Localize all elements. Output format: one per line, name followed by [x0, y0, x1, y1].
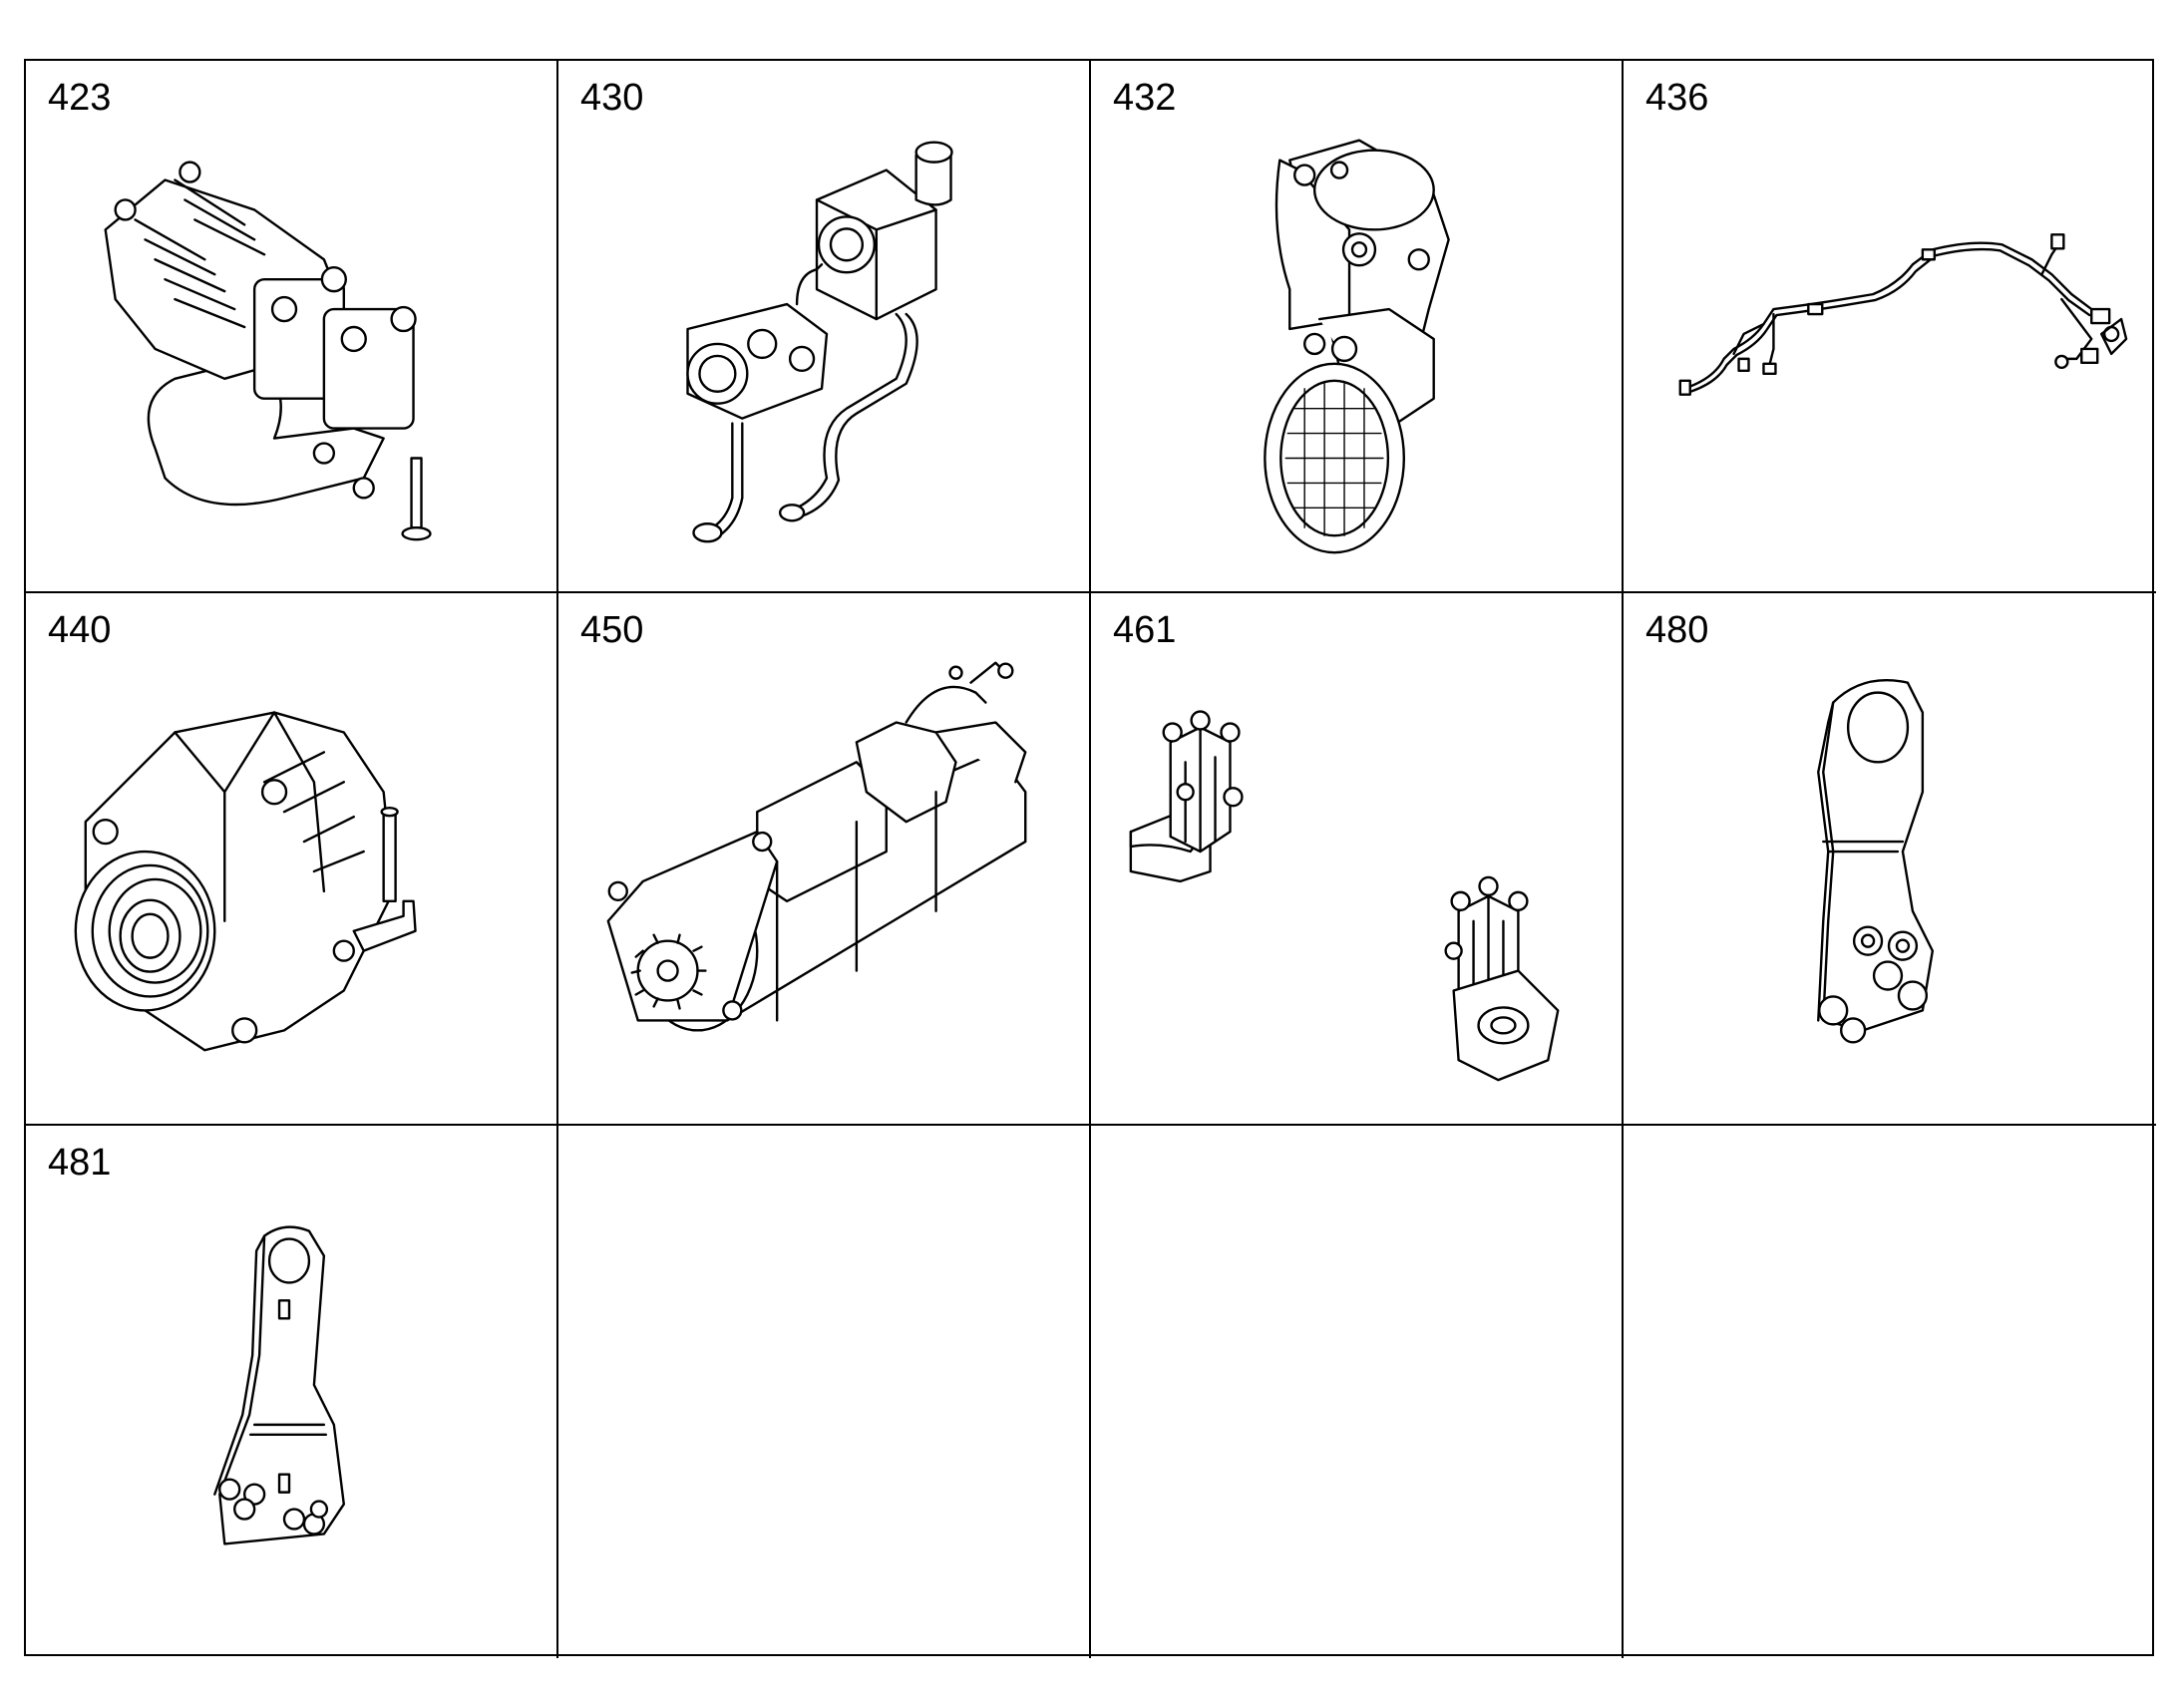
part-cell-423[interactable]: 423: [26, 61, 558, 593]
part-number: 440: [48, 609, 112, 651]
starter-motor-icon: [606, 661, 1027, 1032]
part-number: 436: [1645, 77, 1709, 119]
part-number: 430: [580, 77, 644, 119]
lifting-eye-icon: [1817, 679, 1935, 1044]
part-cell-480[interactable]: 480: [1624, 593, 2156, 1126]
empty-cell: [1624, 1126, 2156, 1658]
wiring-harness-icon: [1678, 233, 2128, 396]
parts-catalog-grid: 423 430: [24, 59, 2156, 1658]
empty-cell: [558, 1126, 1091, 1658]
part-number: 450: [580, 609, 644, 651]
empty-cell: [1091, 1126, 1624, 1658]
part-number: 481: [48, 1142, 112, 1184]
part-cell-481[interactable]: 481: [26, 1126, 558, 1658]
mounting-bracket-icon: [1129, 710, 1560, 1082]
part-number: 432: [1113, 77, 1177, 119]
part-cell-440[interactable]: 440: [26, 593, 558, 1126]
part-number: 423: [48, 77, 112, 119]
part-number: 461: [1113, 609, 1177, 651]
alternator-icon: [74, 711, 417, 1052]
part-number: 480: [1645, 609, 1709, 651]
egr-valve-icon: [1264, 139, 1450, 554]
lifting-bracket-icon: [213, 1225, 345, 1545]
part-cell-461[interactable]: 461: [1091, 593, 1624, 1126]
part-cell-450[interactable]: 450: [558, 593, 1091, 1126]
exhaust-manifold-icon: [104, 161, 432, 541]
part-cell-436[interactable]: 436: [1624, 61, 2156, 593]
turbocharger-icon: [686, 141, 953, 543]
part-cell-432[interactable]: 432: [1091, 61, 1624, 593]
part-cell-430[interactable]: 430: [558, 61, 1091, 593]
